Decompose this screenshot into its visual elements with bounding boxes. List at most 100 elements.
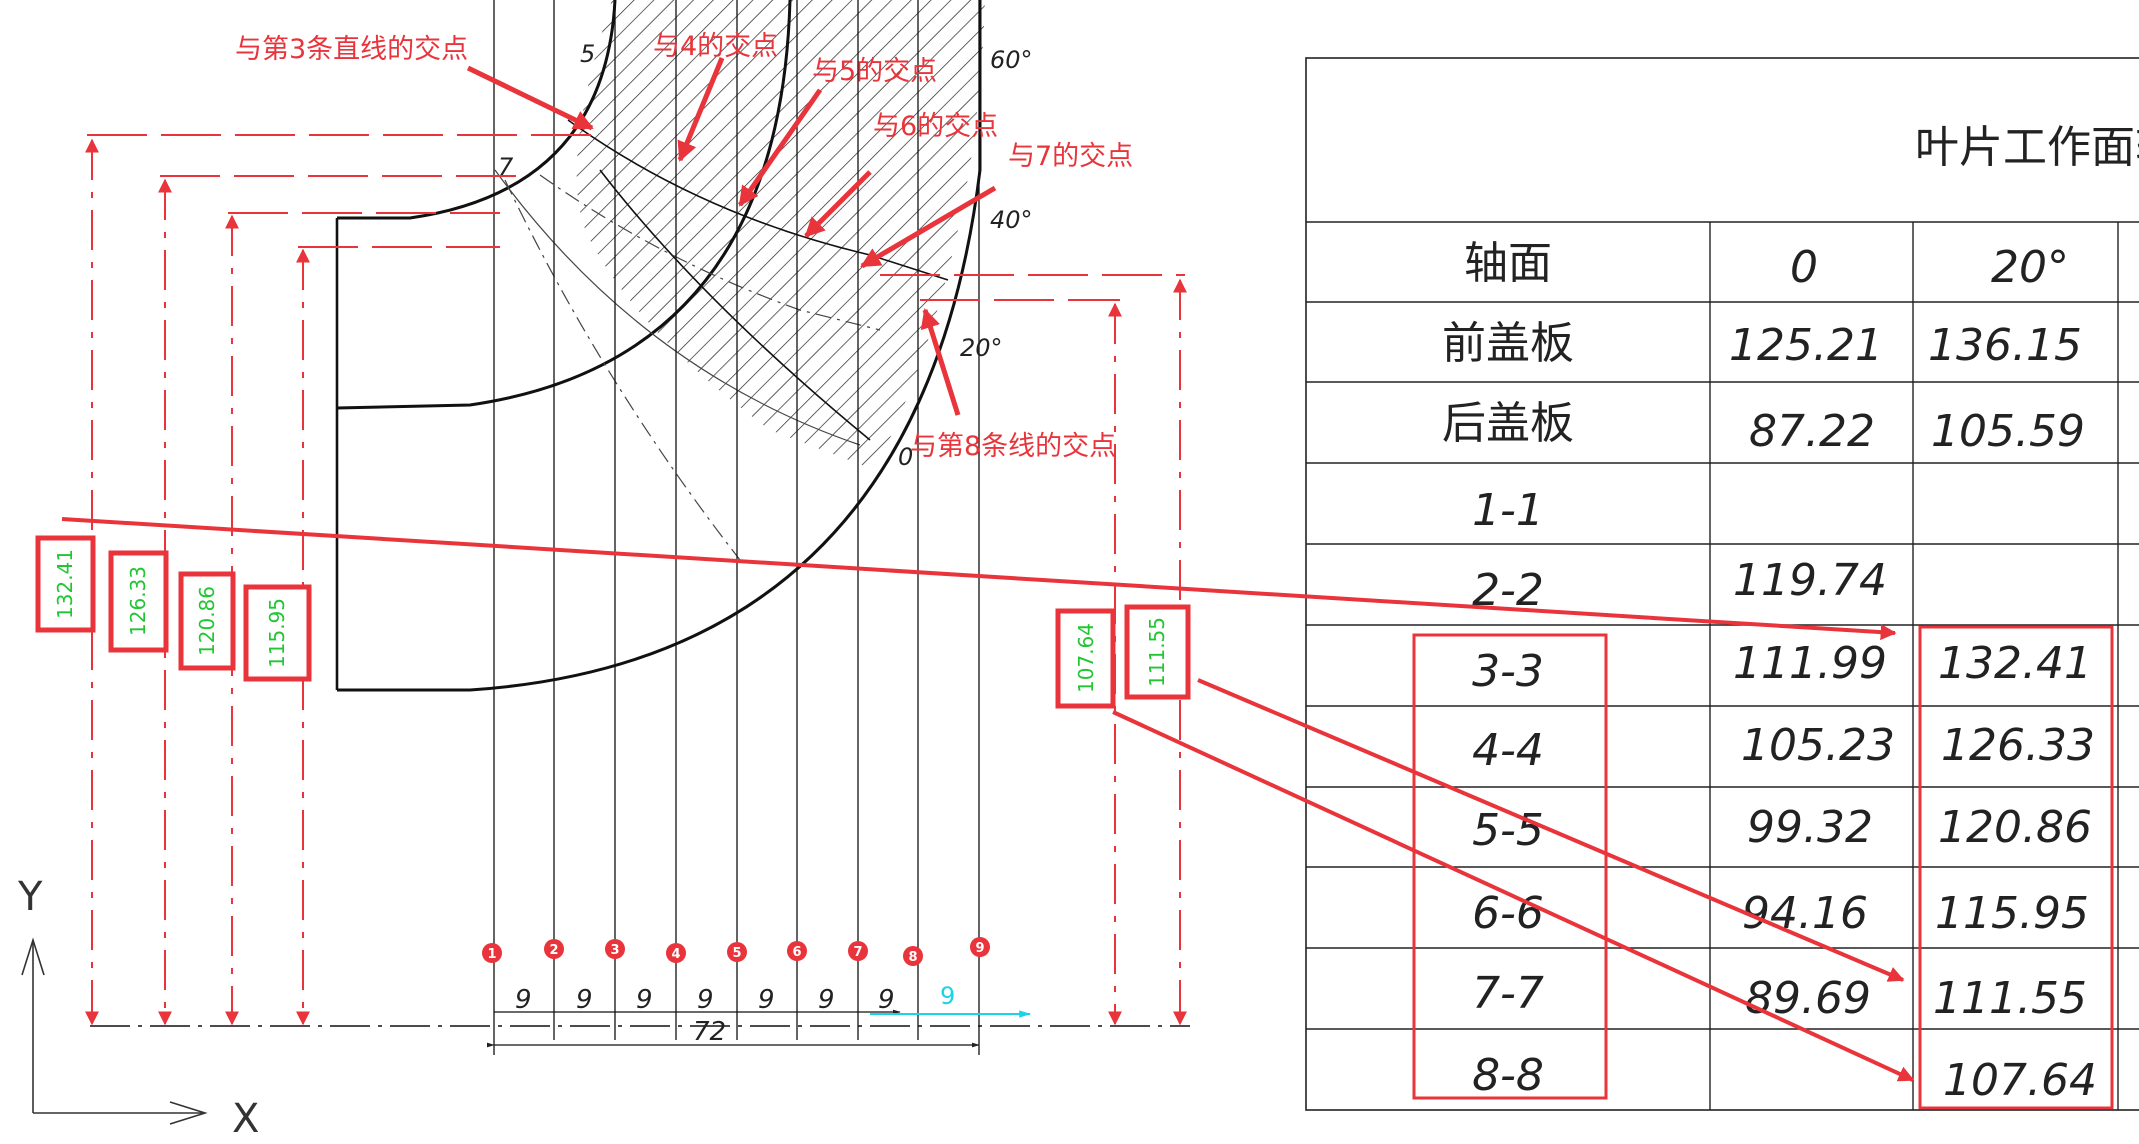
row-8-v0: 94.16 xyxy=(1742,888,1868,939)
row-1-v0: 125.21 xyxy=(1729,320,1883,371)
marker-label-5: 5 xyxy=(732,946,741,961)
spacing-5: 9 xyxy=(758,985,775,1015)
marker-1 xyxy=(482,943,502,963)
marker-label-8: 8 xyxy=(908,950,917,965)
row-10-label: 8-8 xyxy=(1472,1050,1544,1101)
dim-11595: 115.95 xyxy=(265,598,289,668)
row-6-v0: 105.23 xyxy=(1741,720,1895,771)
outer-shroud-arc xyxy=(337,0,982,692)
marker-7 xyxy=(848,941,868,961)
section-label-5: 5 xyxy=(580,40,595,68)
header-0: 0 xyxy=(1790,242,1818,293)
note-line5: 与5的交点 xyxy=(812,56,937,87)
marker-label-9: 9 xyxy=(975,941,984,956)
row-1-label: 前盖板 xyxy=(1442,318,1574,369)
row-6-label: 4-4 xyxy=(1472,725,1544,776)
spacing-dimensions xyxy=(486,1009,980,1048)
marker-label-4: 4 xyxy=(671,947,680,962)
spacing-8: 9 xyxy=(940,982,955,1010)
marker-5 xyxy=(727,942,747,962)
header-axis: 轴面 xyxy=(1464,238,1552,289)
marker-label-2: 2 xyxy=(549,943,558,958)
row-5-label: 3-3 xyxy=(1472,646,1544,697)
angle-20: 20° xyxy=(960,334,1003,362)
line-markers: 1 2 3 4 5 6 7 8 9 xyxy=(482,937,990,966)
marker-2 xyxy=(544,939,564,959)
dimension-boxes: 132.41 126.33 120.86 115.95 107.64 111.5… xyxy=(35,535,1191,709)
spacing-4: 9 xyxy=(697,985,714,1015)
axis-y-label: Y xyxy=(17,874,43,920)
axis-indicator xyxy=(21,937,208,1125)
dim-12086: 120.86 xyxy=(195,586,219,656)
dim-13241: 132.41 xyxy=(53,549,77,619)
section-label-7: 7 xyxy=(498,153,514,181)
row-9-v0: 89.69 xyxy=(1745,973,1871,1024)
marker-9 xyxy=(970,937,990,957)
row-9-v20: 111.55 xyxy=(1933,973,2087,1024)
rear-hub-arc xyxy=(336,0,792,410)
row-2-label: 后盖板 xyxy=(1442,398,1574,449)
note-line6: 与6的交点 xyxy=(873,111,998,142)
angle-40: 40° xyxy=(990,206,1033,234)
row-5-v0: 111.99 xyxy=(1733,638,1887,689)
spacing-7: 9 xyxy=(878,985,895,1015)
arrow-10764 xyxy=(1112,710,1915,1082)
front-arc xyxy=(337,0,617,220)
box-12633 xyxy=(108,550,169,653)
arrow-13241 xyxy=(61,517,1897,641)
spacing-2: 9 xyxy=(576,985,593,1015)
box-11595 xyxy=(243,584,312,682)
marker-label-3: 3 xyxy=(610,943,619,958)
note-line8: 与第8条线的交点 xyxy=(910,431,1116,462)
impeller-drawing: 60° 40° 20° 0 5 7 9 9 9 9 9 9 9 9 72 Y X xyxy=(17,0,1190,1142)
row-3-label: 1-1 xyxy=(1472,485,1544,536)
arrow-11155 xyxy=(1197,678,1905,982)
note-line3: 与第3条直线的交点 xyxy=(235,34,468,65)
spacing-1: 9 xyxy=(515,985,532,1015)
row-9-label: 7-7 xyxy=(1472,968,1544,1019)
spacing-6: 9 xyxy=(818,985,835,1015)
row-7-v20: 120.86 xyxy=(1938,802,2092,853)
highlight-20-column xyxy=(1918,625,2114,1110)
row-6-v20: 126.33 xyxy=(1941,720,2095,771)
annotation-arrows xyxy=(466,57,997,416)
marker-8 xyxy=(903,946,923,966)
header-20: 20° xyxy=(1991,242,2069,293)
box-11155 xyxy=(1124,604,1191,700)
row-2-v0: 87.22 xyxy=(1749,406,1875,457)
marker-label-6: 6 xyxy=(792,945,801,960)
axis-x-label: X xyxy=(232,1096,259,1142)
spacing-3: 9 xyxy=(636,985,653,1015)
section-lines xyxy=(493,0,980,1055)
box-13241 xyxy=(35,535,96,633)
row-1-v20: 136.15 xyxy=(1928,320,2082,371)
row-10-v20: 107.64 xyxy=(1943,1055,2097,1106)
marker-label-1: 1 xyxy=(487,947,496,962)
row-4-v0: 119.74 xyxy=(1733,555,1887,606)
row-8-v20: 115.95 xyxy=(1935,888,2089,939)
blade-hatch-band xyxy=(576,0,985,470)
dim-12633: 126.33 xyxy=(126,566,150,636)
angle-60: 60° xyxy=(990,46,1033,74)
dim-11155: 111.55 xyxy=(1145,617,1169,687)
highlight-axis-column xyxy=(1412,633,1608,1100)
marker-3 xyxy=(605,939,625,959)
row-2-v20: 105.59 xyxy=(1931,406,2085,457)
row-5-v20: 132.41 xyxy=(1938,638,2092,689)
marker-6 xyxy=(787,941,807,961)
box-12086 xyxy=(178,571,236,671)
spacing-total: 72 xyxy=(693,1017,726,1047)
note-line4: 与4的交点 xyxy=(653,31,778,62)
marker-4 xyxy=(666,943,686,963)
connector-arrows xyxy=(61,517,1915,1082)
note-line7: 与7的交点 xyxy=(1008,141,1133,172)
angle-0: 0 xyxy=(898,443,913,471)
row-7-v0: 99.32 xyxy=(1747,802,1873,853)
box-10764 xyxy=(1055,608,1116,709)
marker-label-7: 7 xyxy=(853,945,862,960)
row-8-label: 6-6 xyxy=(1472,888,1544,939)
dim-10764: 107.64 xyxy=(1074,623,1098,693)
